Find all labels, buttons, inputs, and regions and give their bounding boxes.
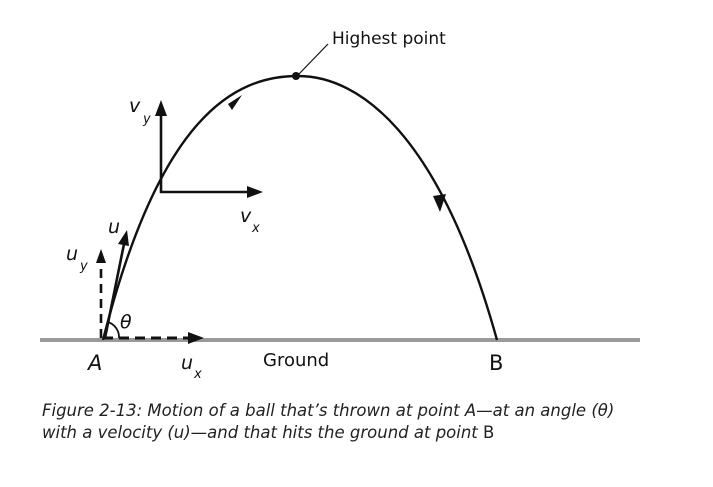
vy-label: v xyxy=(129,95,141,117)
uy-arrowhead xyxy=(96,249,106,263)
highest-point-label: Highest point xyxy=(332,29,446,49)
highest-point-leader xyxy=(297,43,329,76)
point-a-label: A xyxy=(86,351,102,375)
u-label: u xyxy=(108,216,120,238)
highest-point-dot xyxy=(292,72,300,80)
u-arrowhead xyxy=(118,230,129,246)
trajectory-arrow-down xyxy=(433,194,446,212)
ux-label: u xyxy=(181,352,193,374)
theta-label: θ xyxy=(120,311,132,333)
theta-arc xyxy=(107,321,120,339)
caption-line-2: with a velocity (u)—and that hits the gr… xyxy=(42,422,702,444)
vy-arrowhead xyxy=(155,100,167,116)
figure-caption: Figure 2-13: Motion of a ball that’s thr… xyxy=(42,400,702,444)
ground-label: Ground xyxy=(263,350,329,371)
ux-subscript: x xyxy=(193,367,202,382)
vx-arrowhead xyxy=(247,186,263,198)
point-b-label: B xyxy=(489,351,503,375)
uy-subscript: y xyxy=(79,259,88,274)
vy-subscript: y xyxy=(142,112,151,127)
caption-line-1: Figure 2-13: Motion of a ball that’s thr… xyxy=(42,401,615,420)
caption-line-2-text: with a velocity (u)—and that hits the gr… xyxy=(42,423,484,442)
vx-label: v xyxy=(240,205,252,227)
ux-arrowhead xyxy=(188,332,204,344)
uy-label: u xyxy=(66,243,78,265)
vx-subscript: x xyxy=(251,221,260,236)
trajectory-arrow-up xyxy=(228,95,242,110)
caption-point-b: B xyxy=(483,423,495,442)
